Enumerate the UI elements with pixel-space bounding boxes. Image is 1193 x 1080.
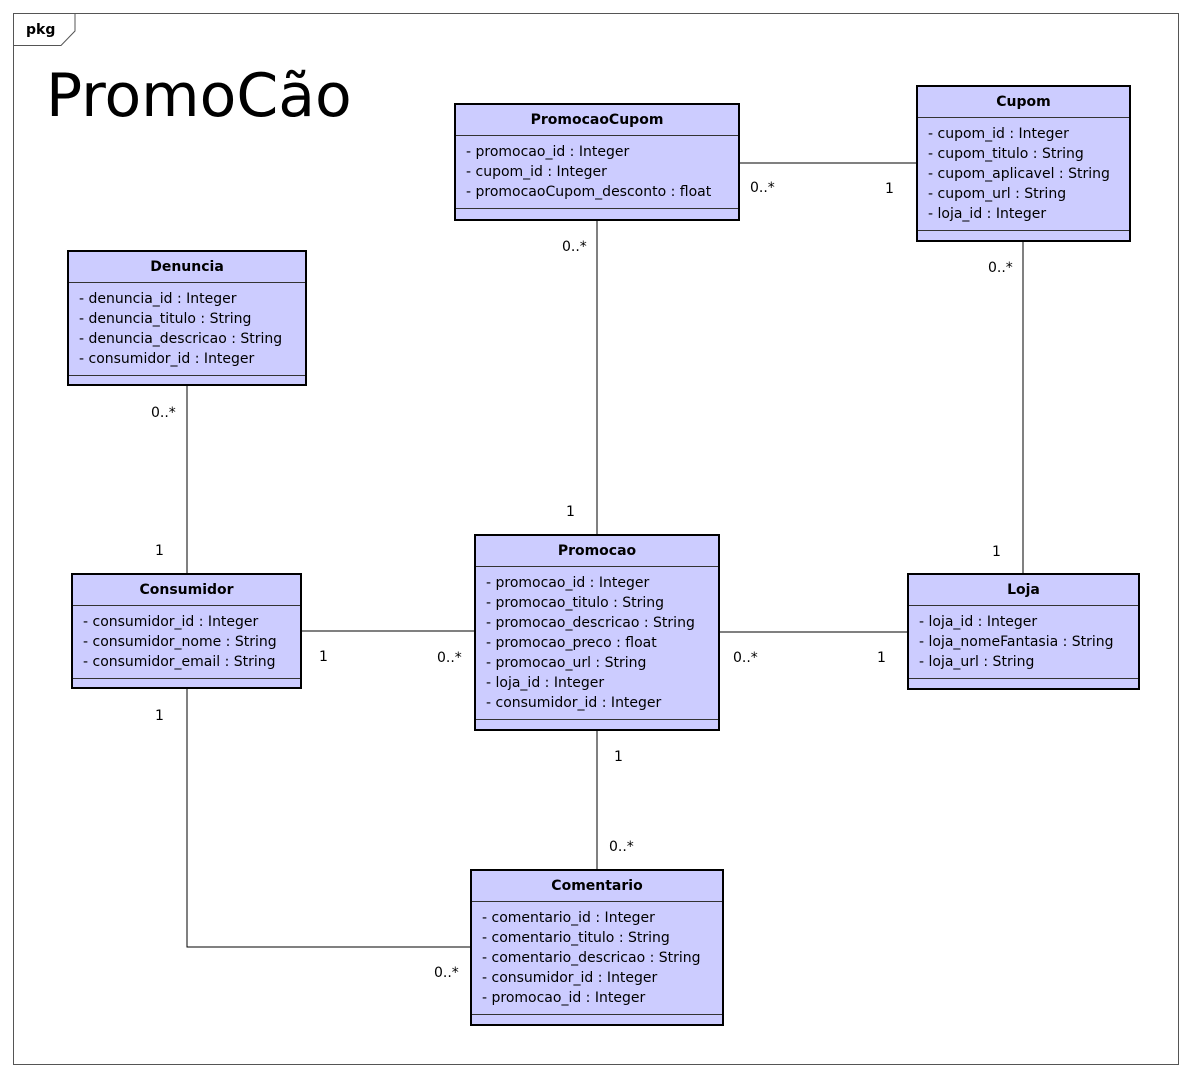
multiplicity-label: 1 (992, 544, 1001, 560)
multiplicity-label: 0..* (562, 239, 587, 255)
package-frame (13, 13, 1179, 1065)
class-loja[interactable]: Loja - loja_id : Integer - loja_nomeFant… (907, 573, 1140, 690)
multiplicity-label: 0..* (750, 180, 775, 196)
multiplicity-label: 1 (877, 650, 886, 666)
multiplicity-label: 1 (566, 504, 575, 520)
class-name: Cupom (918, 87, 1129, 118)
attribute: - promocao_url : String (486, 655, 647, 671)
attribute-list: - denuncia_id : Integer - denuncia_titul… (69, 283, 305, 376)
attribute: - promocao_preco : float (486, 635, 657, 651)
multiplicity-label: 1 (155, 708, 164, 724)
class-name: PromocaoCupom (456, 105, 738, 136)
attribute: - cupom_id : Integer (466, 164, 607, 180)
attribute: - loja_url : String (919, 654, 1035, 670)
attribute: - promocao_descricao : String (486, 615, 695, 631)
multiplicity-label: 1 (614, 749, 623, 765)
attribute: - loja_id : Integer (486, 675, 605, 691)
multiplicity-label: 1 (155, 543, 164, 559)
attribute: - loja_nomeFantasia : String (919, 634, 1114, 650)
class-name: Denuncia (69, 252, 305, 283)
multiplicity-label: 0..* (988, 260, 1013, 276)
attribute: - consumidor_email : String (83, 654, 276, 670)
class-promocao[interactable]: Promocao - promocao_id : Integer - promo… (474, 534, 720, 731)
attribute: - cupom_id : Integer (928, 126, 1069, 142)
class-promocaocupom[interactable]: PromocaoCupom - promocao_id : Integer - … (454, 103, 740, 221)
class-denuncia[interactable]: Denuncia - denuncia_id : Integer - denun… (67, 250, 307, 386)
attribute: - promocao_titulo : String (486, 595, 665, 611)
attribute: - comentario_descricao : String (482, 950, 701, 966)
attribute: - consumidor_id : Integer (83, 614, 259, 630)
attribute: - loja_id : Integer (919, 614, 1038, 630)
attribute: - promocao_id : Integer (482, 990, 646, 1006)
attribute: - loja_id : Integer (928, 206, 1047, 222)
attribute: - consumidor_nome : String (83, 634, 277, 650)
attribute: - promocao_id : Integer (466, 144, 630, 160)
attribute-list: - promocao_id : Integer - cupom_id : Int… (456, 136, 738, 209)
class-cupom[interactable]: Cupom - cupom_id : Integer - cupom_titul… (916, 85, 1131, 242)
attribute-list: - loja_id : Integer - loja_nomeFantasia … (909, 606, 1138, 679)
class-name: Comentario (472, 871, 722, 902)
attribute: - cupom_titulo : String (928, 146, 1084, 162)
multiplicity-label: 0..* (609, 839, 634, 855)
link-consumidor-comentario (186, 689, 470, 948)
class-name: Loja (909, 575, 1138, 606)
class-consumidor[interactable]: Consumidor - consumidor_id : Integer - c… (71, 573, 302, 689)
diagram-title: PromoCão (46, 61, 352, 131)
attribute: - denuncia_descricao : String (79, 331, 283, 347)
attribute: - cupom_aplicavel : String (928, 166, 1110, 182)
attribute: - promocaoCupom_desconto : float (466, 184, 712, 200)
attribute: - consumidor_id : Integer (486, 695, 662, 711)
attribute-list: - comentario_id : Integer - comentario_t… (472, 902, 722, 1015)
attribute-list: - promocao_id : Integer - promocao_titul… (476, 567, 718, 720)
attribute: - promocao_id : Integer (486, 575, 650, 591)
class-name: Consumidor (73, 575, 300, 606)
attribute: - consumidor_id : Integer (482, 970, 658, 986)
attribute-list: - consumidor_id : Integer - consumidor_n… (73, 606, 300, 679)
attribute: - comentario_titulo : String (482, 930, 670, 946)
multiplicity-label: 0..* (733, 650, 758, 666)
class-name: Promocao (476, 536, 718, 567)
multiplicity-label: 1 (885, 181, 894, 197)
package-label: pkg (26, 22, 56, 38)
multiplicity-label: 0..* (437, 650, 462, 666)
attribute: - denuncia_titulo : String (79, 311, 252, 327)
multiplicity-label: 0..* (151, 405, 176, 421)
multiplicity-label: 1 (319, 649, 328, 665)
attribute: - comentario_id : Integer (482, 910, 655, 926)
attribute: - cupom_url : String (928, 186, 1067, 202)
attribute: - consumidor_id : Integer (79, 351, 255, 367)
attribute: - denuncia_id : Integer (79, 291, 237, 307)
attribute-list: - cupom_id : Integer - cupom_titulo : St… (918, 118, 1129, 231)
package-tab (13, 13, 76, 46)
class-comentario[interactable]: Comentario - comentario_id : Integer - c… (470, 869, 724, 1026)
multiplicity-label: 0..* (434, 965, 459, 981)
